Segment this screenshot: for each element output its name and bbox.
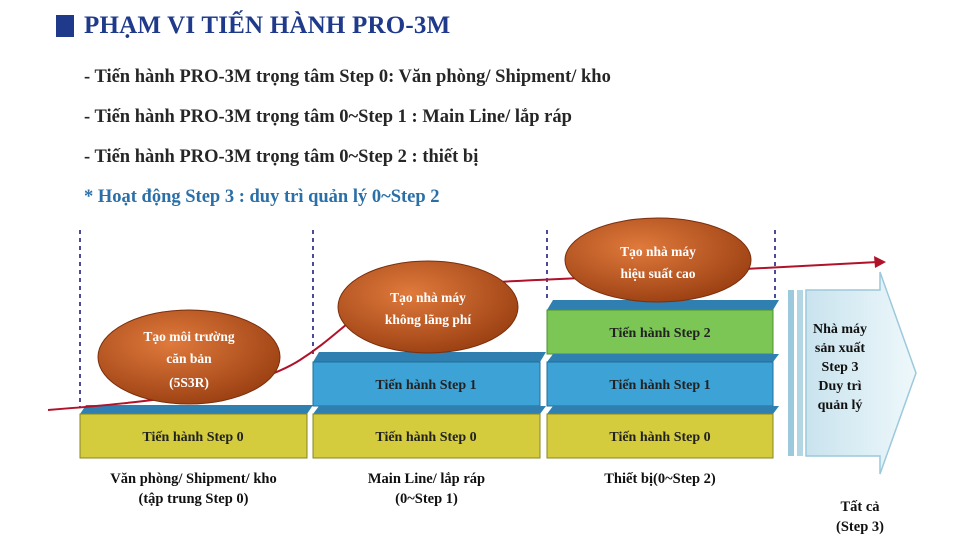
block-col2-step0-label: Tiến hành Step 0 bbox=[375, 430, 476, 445]
bullet-item-step0: - Tiến hành PRO-3M trọng tâm Step 0: Văn… bbox=[84, 67, 611, 87]
oval-basic-environment: Tạo môi trường căn bản (5S3R) bbox=[97, 309, 281, 405]
stage-label-line: (0~Step 1) bbox=[395, 491, 458, 507]
stage-label-equipment: Thiết bị(0~Step 2) bbox=[547, 469, 773, 489]
oval3-line1: Tạo nhà máy bbox=[620, 244, 696, 259]
title-square-icon bbox=[56, 15, 74, 37]
stage-label-all: Tất cả (Step 3) bbox=[820, 497, 900, 537]
oval1-line3: (5S3R) bbox=[169, 375, 209, 390]
block-col3-step0-label: Tiến hành Step 0 bbox=[609, 430, 710, 445]
final-arrow-line: Step 3 bbox=[821, 360, 859, 375]
block-col3-step2: Tiến hành Step 2 bbox=[546, 300, 779, 355]
oval-high-efficiency-factory: Tạo nhà máy hiệu suất cao bbox=[564, 217, 752, 303]
stage-label-line: Tất cả bbox=[840, 499, 880, 515]
oval3-line2: hiệu suất cao bbox=[620, 266, 695, 281]
page-title: PHẠM VI TIẾN HÀNH PRO-3M bbox=[84, 12, 451, 39]
final-arrow-line: quản lý bbox=[817, 398, 863, 413]
oval1-line1: Tạo môi trường bbox=[143, 329, 235, 344]
bullet-item-step2: - Tiến hành PRO-3M trọng tâm 0~Step 2 : … bbox=[84, 147, 479, 167]
final-arrow-line: Duy trì bbox=[818, 379, 862, 394]
final-arrow-line: Nhà máy bbox=[812, 322, 868, 337]
block-col3-step1-label: Tiến hành Step 1 bbox=[609, 378, 710, 393]
stage-label-office: Văn phòng/ Shipment/ kho (tập trung Step… bbox=[80, 469, 307, 509]
trend-line-arrowhead-icon bbox=[874, 256, 886, 268]
stage-label-line: (Step 3) bbox=[836, 519, 884, 535]
stage-label-line: Main Line/ lắp ráp bbox=[367, 471, 486, 487]
bullet-list: - Tiến hành PRO-3M trọng tâm Step 0: Văn… bbox=[84, 64, 611, 224]
block-col3-step2-label: Tiến hành Step 2 bbox=[609, 326, 710, 341]
stage-label-mainline: Main Line/ lắp ráp (0~Step 1) bbox=[313, 469, 540, 509]
oval-no-waste-factory: Tạo nhà máy không lãng phí bbox=[337, 260, 519, 354]
stage-label-line: Thiết bị(0~Step 2) bbox=[604, 471, 716, 487]
block-col3-step0: Tiến hành Step 0 bbox=[546, 406, 779, 459]
block-col2-step1: Tiến hành Step 1 bbox=[312, 352, 546, 407]
oval2-line2: không lãng phí bbox=[385, 312, 472, 327]
block-col2-step1-label: Tiến hành Step 1 bbox=[375, 378, 476, 393]
block-col1-step0: Tiến hành Step 0 bbox=[79, 405, 313, 459]
final-arrow-text: Nhà máy sản xuất Step 3 Duy trì quản lý bbox=[800, 320, 880, 415]
stage-label-line: (tập trung Step 0) bbox=[138, 491, 249, 507]
oval1-line2: căn bản bbox=[166, 351, 212, 366]
block-col2-step0: Tiến hành Step 0 bbox=[312, 406, 546, 459]
block-col3-step1: Tiến hành Step 1 bbox=[546, 354, 779, 407]
final-arrow-line: sản xuất bbox=[814, 341, 866, 356]
final-arrow bbox=[788, 271, 917, 475]
bullet-item-step3: * Hoạt động Step 3 : duy trì quản lý 0~S… bbox=[84, 187, 440, 207]
oval2-line1: Tạo nhà máy bbox=[390, 290, 466, 305]
block-col1-step0-label: Tiến hành Step 0 bbox=[142, 430, 243, 445]
bullet-item-step1: - Tiến hành PRO-3M trọng tâm 0~Step 1 : … bbox=[84, 107, 572, 127]
title-bar: PHẠM VI TIẾN HÀNH PRO-3M bbox=[56, 12, 450, 40]
stage-label-line: Văn phòng/ Shipment/ kho bbox=[110, 471, 277, 487]
